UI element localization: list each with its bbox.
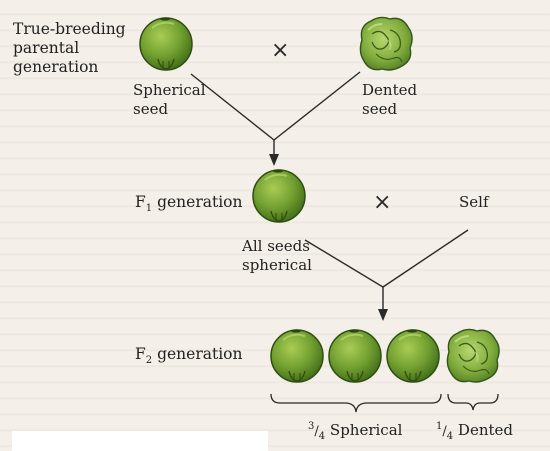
label-spherical-seed: Spherical seed xyxy=(133,81,206,118)
f1-arrowhead xyxy=(269,154,279,166)
label-one-quarter-dented: 1/4 Dented xyxy=(436,421,513,442)
parent-spherical-seed xyxy=(139,16,193,71)
parent-line-right xyxy=(273,71,361,141)
label-three-quarters-spherical: 3/4 Spherical xyxy=(308,421,403,442)
brace-spherical xyxy=(270,393,442,413)
f1-line-left xyxy=(304,239,384,288)
label-parental-generation: True-breeding parental generation xyxy=(13,20,126,76)
brace-dented xyxy=(447,393,499,411)
label-self: Self xyxy=(459,193,489,211)
f2-seed-1 xyxy=(270,328,324,383)
cross-symbol-f1: × xyxy=(373,190,391,215)
f2-arrowhead xyxy=(378,309,388,321)
cross-symbol-parental: × xyxy=(271,38,289,63)
f2-seed-dented xyxy=(446,328,501,383)
label-all-seeds-spherical: All seeds spherical xyxy=(242,237,312,274)
blank-white-region xyxy=(12,431,268,451)
label-dented-seed: Dented seed xyxy=(362,81,418,118)
f1-seed xyxy=(252,168,306,223)
parent-dented-seed xyxy=(359,16,414,71)
parent-line-left xyxy=(190,73,275,141)
f1-line-right xyxy=(382,229,469,288)
label-f1-generation: F1 generation xyxy=(135,193,243,214)
f2-seed-2 xyxy=(328,328,382,383)
label-f2-generation: F2 generation xyxy=(135,345,243,366)
f2-seed-3 xyxy=(386,328,440,383)
